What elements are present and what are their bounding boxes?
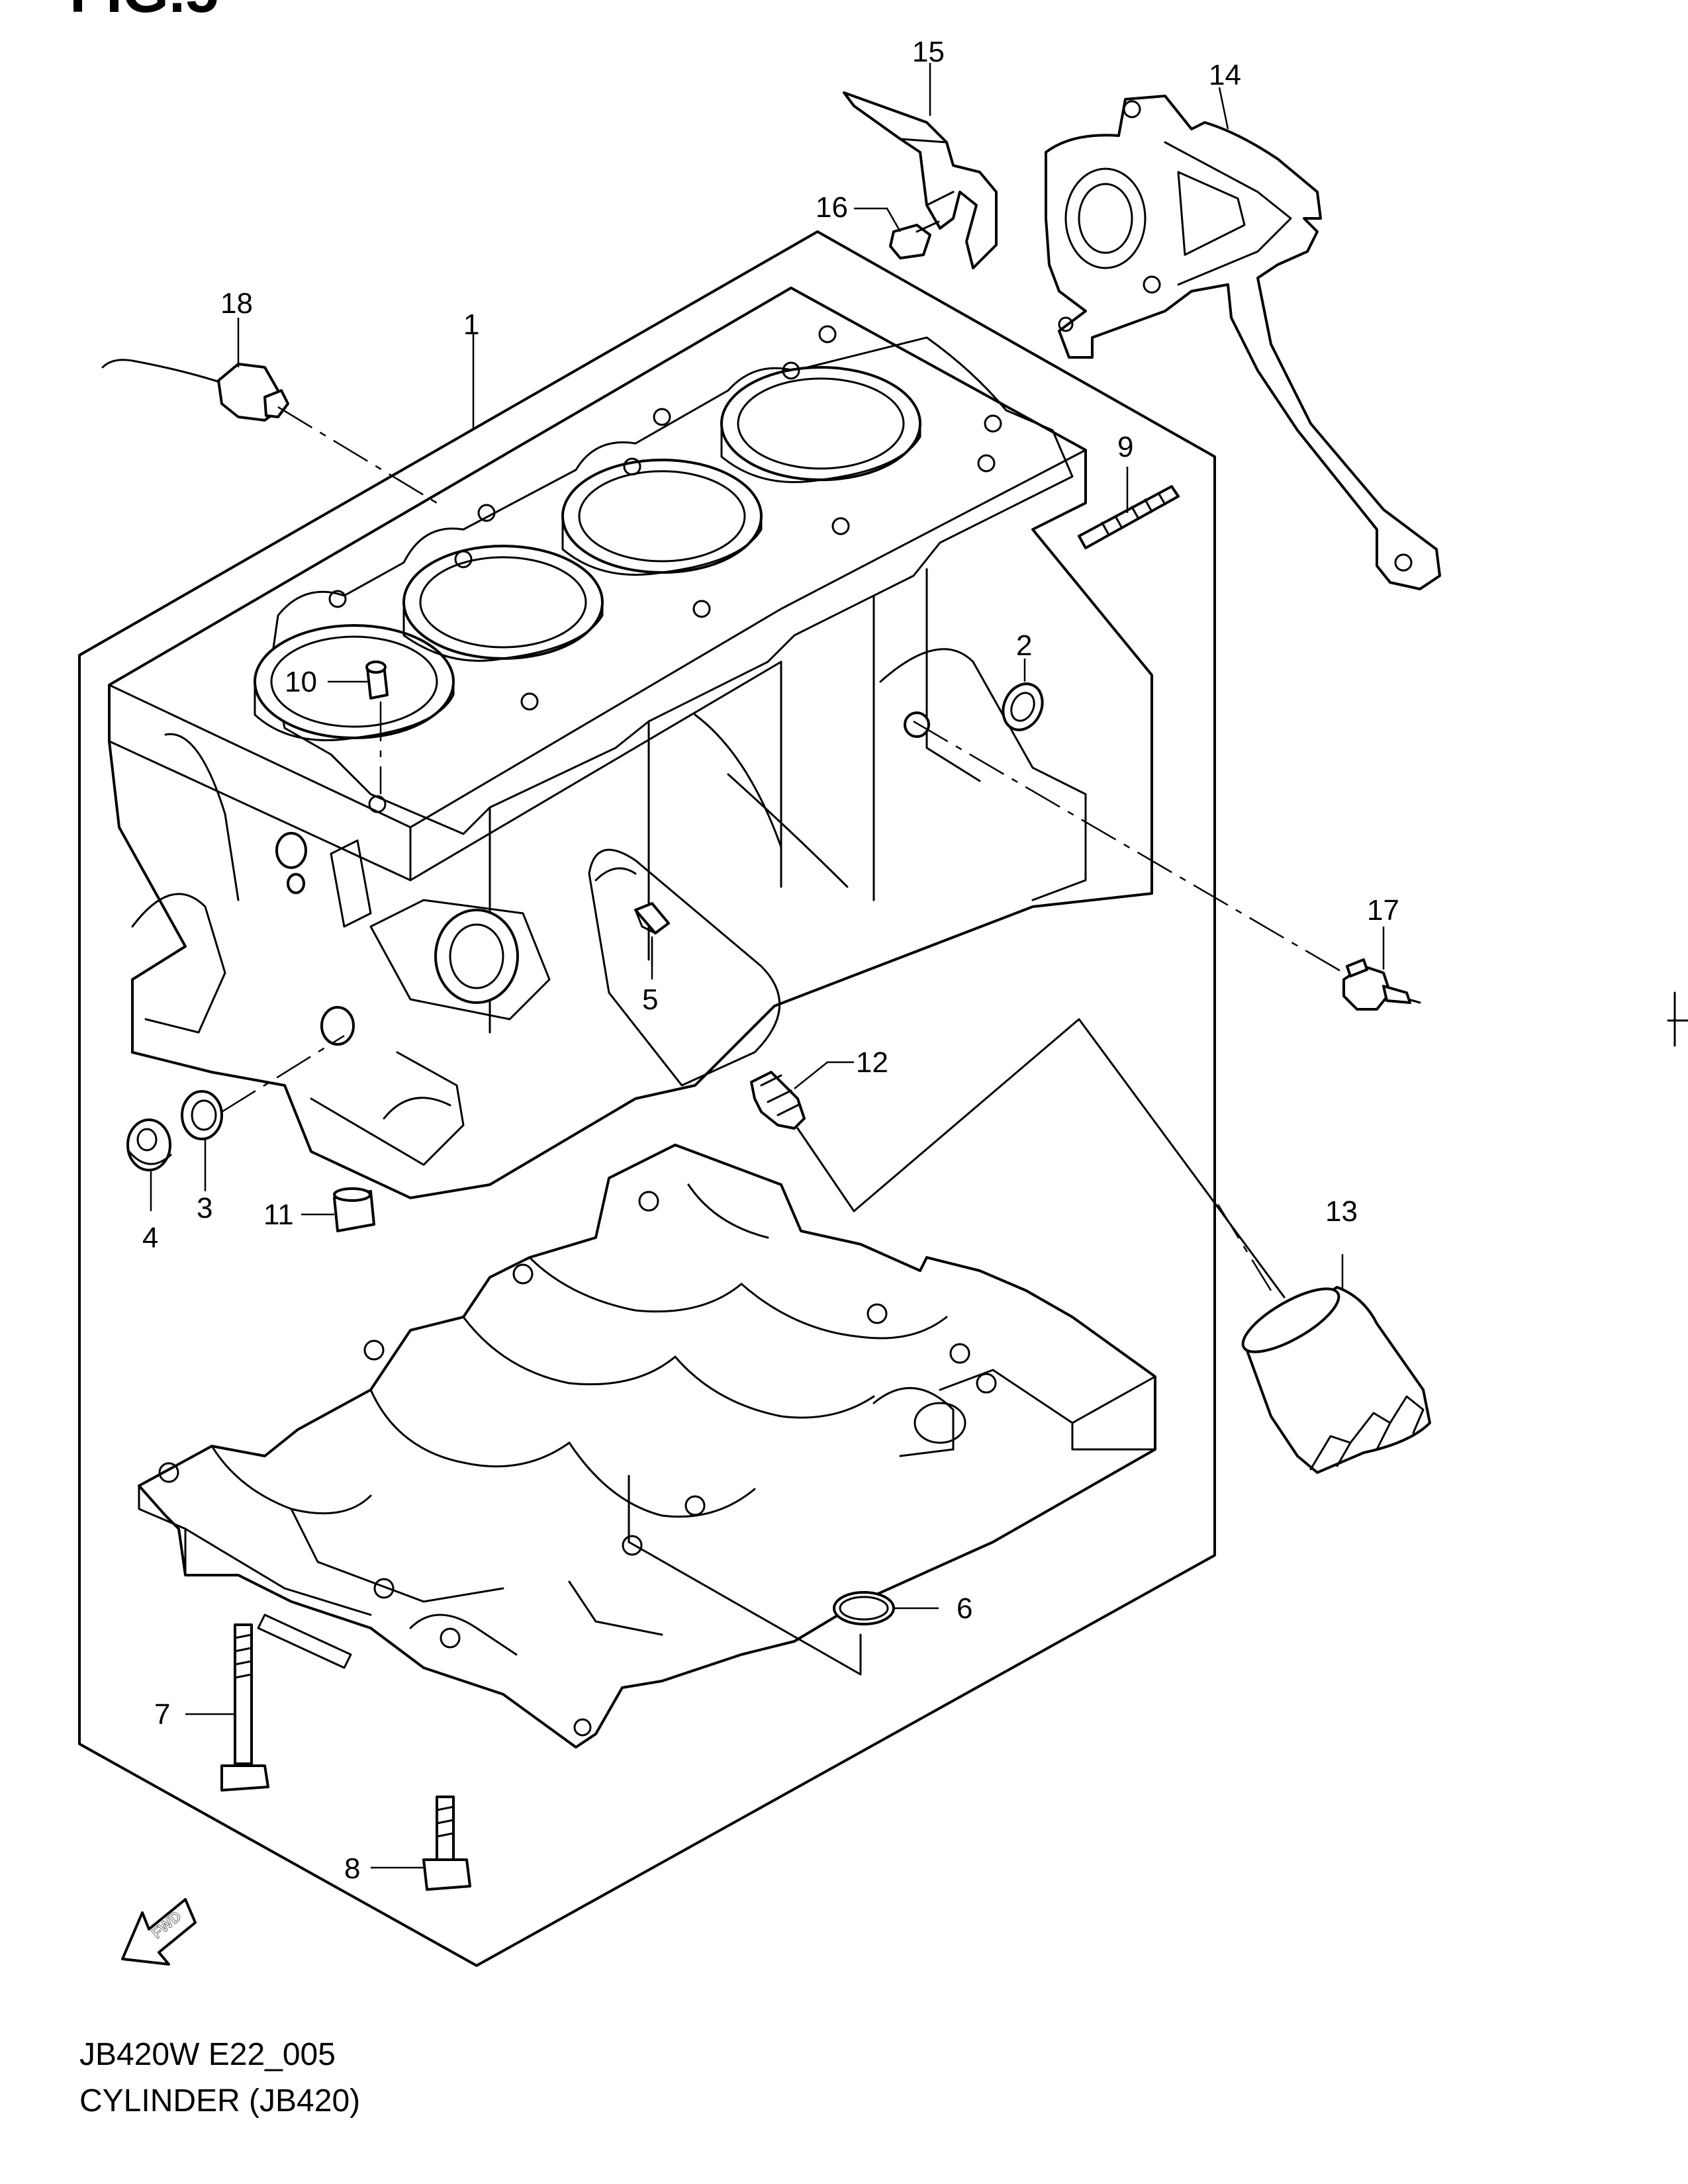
callout-18: 18 (220, 287, 253, 320)
part-16-bolt (889, 220, 940, 259)
callout-7: 7 (154, 1698, 170, 1731)
callout-13: 13 (1325, 1195, 1358, 1228)
part-12-union (750, 1071, 806, 1130)
part-18-knock-sensor (101, 359, 289, 422)
callout-11: 11 (263, 1199, 294, 1231)
part-15-bracket (843, 91, 998, 269)
figure-label: FIG.5 (70, 0, 218, 25)
lower-crankcase (138, 1144, 1156, 1749)
part-17-pressure-switch (1342, 958, 1421, 1011)
callout-15: 15 (912, 36, 945, 68)
alignment-lines (221, 406, 1344, 1676)
part-9-stud (1078, 485, 1180, 549)
callouts: 1 2 3 4 5 6 7 8 9 10 11 12 13 14 15 16 1… (142, 36, 1399, 1885)
fwd-arrow-icon: FWD (121, 1898, 197, 1966)
part-2-plug (1002, 682, 1044, 731)
cylinder-block (108, 287, 1153, 1199)
callout-3: 3 (197, 1192, 212, 1224)
callout-8: 8 (344, 1852, 360, 1885)
drawing-title: CYLINDER (JB420) (79, 2083, 360, 2118)
assembly-enclosure (78, 230, 1216, 1967)
part-10-pin (365, 660, 389, 700)
part-7-bolt (220, 1623, 269, 1792)
part-13-oil-filter (1241, 1286, 1431, 1474)
leader-lines (150, 63, 1385, 1869)
part-5-pin (634, 902, 670, 934)
part-6-o-ring (833, 1591, 895, 1625)
callout-5: 5 (642, 983, 658, 1016)
callout-16: 16 (816, 191, 848, 224)
callout-12: 12 (856, 1046, 888, 1079)
part-4-plug (126, 1118, 172, 1171)
callout-6: 6 (957, 1592, 972, 1625)
part-8-bolt (422, 1796, 471, 1891)
part-3-gasket (181, 1090, 223, 1140)
part-11-dowel (333, 1187, 375, 1232)
callout-4: 4 (142, 1222, 158, 1254)
callout-14: 14 (1209, 59, 1241, 91)
part-14-plate (1045, 95, 1441, 590)
callout-1: 1 (463, 308, 479, 341)
callout-2: 2 (1016, 629, 1032, 662)
callout-10: 10 (285, 666, 317, 698)
drawing-code: JB420W E22_005 (79, 2037, 336, 2072)
callout-17: 17 (1367, 894, 1399, 927)
callout-9: 9 (1117, 431, 1133, 463)
